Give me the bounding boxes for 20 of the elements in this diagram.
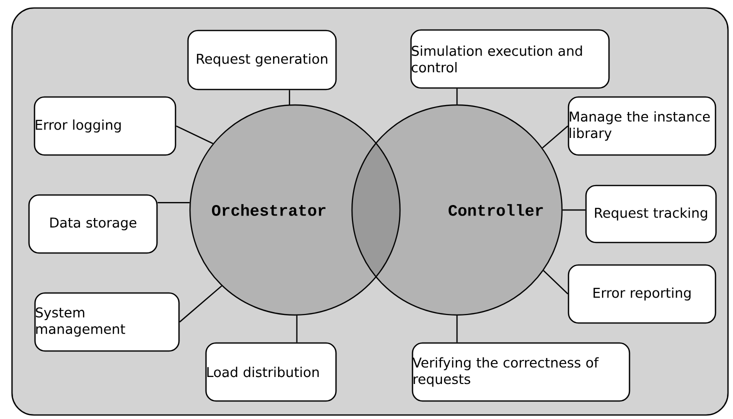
task-box: Request tracking <box>585 184 717 244</box>
connector-line <box>543 270 568 294</box>
task-box: Error reporting <box>568 264 716 324</box>
connector-line <box>288 90 290 105</box>
connector-line <box>296 316 298 342</box>
connector-line <box>542 126 568 148</box>
connector-line <box>562 209 586 211</box>
connector-line <box>179 286 222 322</box>
task-box: Verifying the correctness of requests <box>412 342 630 402</box>
connector-line <box>456 316 458 342</box>
connector-line <box>176 125 214 144</box>
task-box: Load distribution <box>205 342 337 402</box>
task-box: Data storage <box>28 194 158 254</box>
task-box: Request generation <box>187 30 337 90</box>
task-box: Simulation execution and control <box>410 29 610 89</box>
task-box: Error logging <box>34 96 176 156</box>
task-box: Manage the instance library <box>568 96 716 156</box>
connector-line <box>158 202 190 204</box>
task-box: System management <box>34 292 180 352</box>
connector-line <box>456 88 458 104</box>
